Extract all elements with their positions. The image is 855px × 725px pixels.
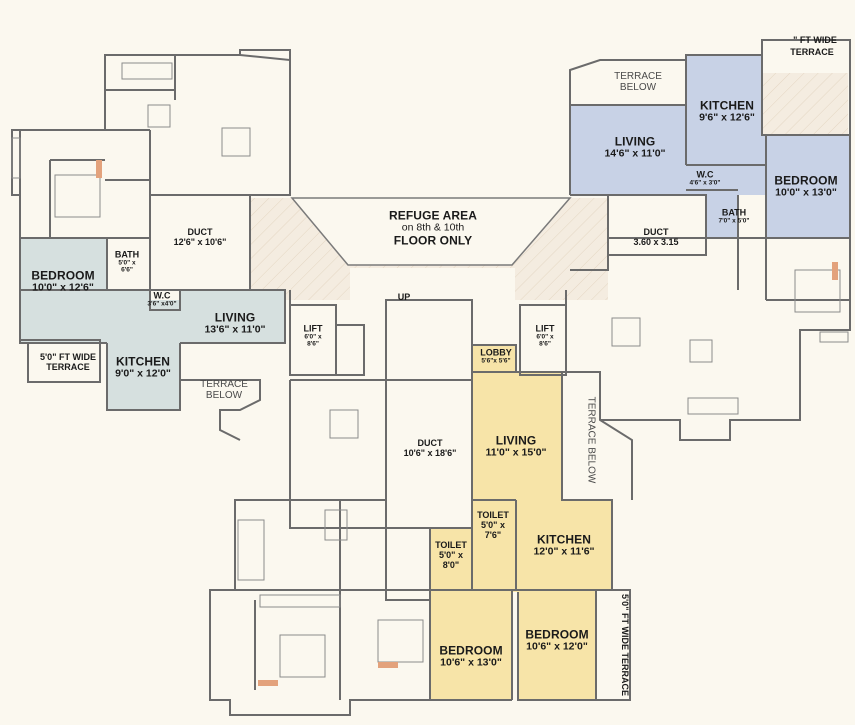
walls [11, 39, 851, 716]
top-terrace-label: TERRACE [790, 46, 834, 57]
top-ft-wide-label: " FT WIDE [793, 34, 837, 45]
terrace-below-e: TERRACE BELOW [585, 396, 597, 484]
blue-unit-fill [570, 55, 850, 238]
ft-wide-terrace-s: 5'0" FT WIDE TERRACE [620, 594, 631, 696]
up-label: UP [397, 291, 411, 302]
ne-balcony-hatch [760, 73, 848, 135]
grey-unit-fill [20, 238, 285, 410]
yellow-unit-fill [430, 345, 612, 700]
furniture [11, 62, 849, 678]
kitchen-orange-marks [96, 160, 838, 686]
refuge-inner [290, 197, 572, 266]
